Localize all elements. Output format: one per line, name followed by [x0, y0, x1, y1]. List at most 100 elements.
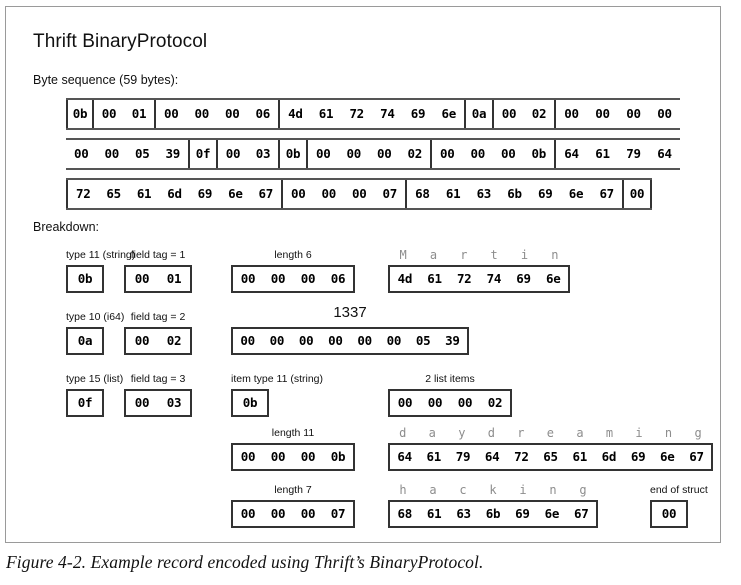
byte-cell: 65	[106, 186, 121, 201]
byte-cell: 63	[456, 506, 471, 521]
breakdown-caption: length 7	[274, 484, 312, 496]
byte-cell: 69	[197, 186, 213, 201]
byte-cell: 6e	[545, 271, 561, 286]
byte-cell: 6d	[167, 186, 182, 201]
byte-cell: 03	[166, 395, 182, 410]
byte-cell: 00	[104, 146, 120, 161]
byte-cell: 69	[630, 449, 646, 464]
byte-group: 00	[624, 180, 652, 208]
byte-cell: 00	[501, 106, 517, 121]
byte-cell: 6e	[441, 106, 456, 121]
byte-cell: 06	[255, 106, 271, 121]
byte-cell: 6d	[601, 449, 617, 464]
byte-cell: 00	[661, 506, 677, 521]
ascii-char: a	[576, 426, 584, 440]
byte-cell: 0f	[195, 146, 211, 161]
byte-cell: 0b	[77, 271, 93, 286]
byte-cell: 00	[270, 449, 286, 464]
byte-cell: 63	[476, 186, 492, 201]
breakdown-caption: 1337	[333, 304, 367, 321]
breakdown-caption: length 6	[274, 249, 312, 261]
ascii-char: i	[520, 248, 529, 262]
byte-cell: 00	[316, 146, 331, 161]
byte-cell: 61	[318, 106, 334, 121]
byte-cell: 68	[415, 186, 430, 201]
byte-group: 0f	[190, 140, 218, 168]
byte-cell: 67	[258, 186, 274, 201]
byte-cell: 00	[377, 146, 392, 161]
byte-cell: 6b	[507, 186, 522, 201]
breakdown-caption: item type 11 (string)	[231, 373, 323, 386]
ascii-char: a	[428, 426, 436, 440]
byte-cell: 00	[240, 333, 255, 348]
breakdown-caption: length 11	[271, 427, 315, 439]
byte-cell: 00	[440, 146, 455, 161]
byte-cell: 79	[455, 449, 471, 464]
byte-cell: 61	[426, 449, 442, 464]
byte-cell: 01	[131, 106, 147, 121]
ascii-char: d	[487, 426, 495, 440]
byte-cell: 69	[515, 506, 530, 521]
byte-cell: 00	[328, 333, 343, 348]
byte-cell: 67	[599, 186, 614, 201]
byte-cell: 72	[75, 186, 91, 201]
ascii-char: h	[399, 483, 407, 497]
byte-cell: 79	[626, 146, 641, 161]
breakdown-caption: end of struct	[650, 484, 708, 496]
byte-cell: 61	[427, 271, 442, 286]
byte-cell: 67	[574, 506, 589, 521]
byte-cell: 00	[501, 146, 516, 161]
byte-cell: 01	[166, 271, 182, 286]
ascii-char: n	[549, 483, 557, 497]
breakdown-caption: field tag = 2	[130, 311, 186, 323]
ascii-char: c	[459, 483, 467, 497]
byte-cell: 0f	[77, 395, 93, 410]
byte-cell: 39	[165, 146, 181, 161]
byte-cell: 6b	[485, 506, 501, 521]
byte-cell: 00	[269, 333, 285, 348]
byte-cell: 02	[166, 333, 182, 348]
byte-cell: 05	[135, 146, 150, 161]
byte-cell: 69	[538, 186, 553, 201]
byte-cell: 00	[270, 271, 286, 286]
breakdown-byte-box: 00 02	[124, 327, 192, 355]
byte-cell: 00	[240, 449, 256, 464]
page-title: Thrift BinaryProtocol	[33, 31, 208, 52]
byte-cell: 00	[300, 271, 316, 286]
byte-cell: 69	[410, 106, 426, 121]
byte-cell: 61	[572, 449, 587, 464]
byte-cell: 72	[349, 106, 364, 121]
breakdown-byte-box: 00	[650, 500, 688, 528]
byte-cell: 00	[397, 395, 413, 410]
byte-cell: 00	[101, 106, 117, 121]
byte-group: 0a	[466, 100, 494, 128]
byte-cell: 00	[427, 395, 443, 410]
byte-cell: 67	[689, 449, 704, 464]
byte-cell: 4d	[397, 271, 413, 286]
breakdown-label: Breakdown:	[33, 220, 100, 234]
byte-cell: 00	[321, 186, 337, 201]
byte-cell: 0a	[77, 333, 93, 348]
byte-cell: 64	[397, 449, 412, 464]
byte-cell: 00	[386, 333, 402, 348]
ascii-char: n	[664, 426, 673, 440]
byte-cell: 00	[629, 186, 645, 201]
byte-cell: 07	[382, 186, 398, 201]
byte-group: 0b	[66, 100, 94, 128]
byte-cell: 02	[407, 146, 423, 161]
byte-cell: 00	[134, 333, 150, 348]
